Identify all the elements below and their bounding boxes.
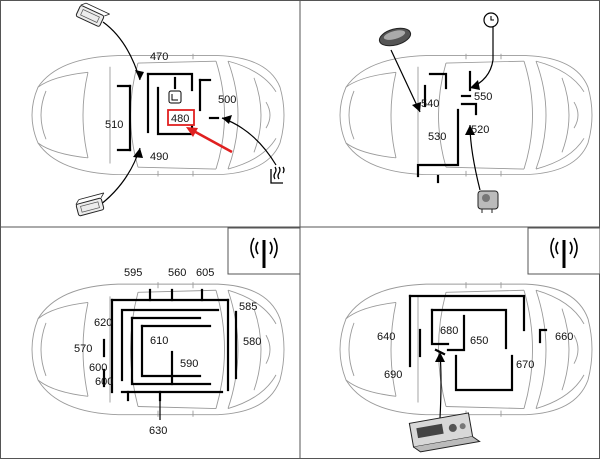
label-550: 550 bbox=[474, 91, 492, 103]
module-icon bbox=[477, 190, 499, 213]
label-480: 480 bbox=[171, 113, 189, 125]
label-490: 490 bbox=[150, 151, 168, 163]
label-530: 530 bbox=[428, 131, 446, 143]
label-660: 660 bbox=[555, 331, 573, 343]
clock-icon bbox=[483, 12, 499, 28]
label-690: 690 bbox=[384, 369, 402, 381]
panel-4: 640 680 650 660 690 670 bbox=[339, 227, 600, 453]
label-585: 585 bbox=[239, 301, 257, 313]
car-outline bbox=[339, 53, 593, 177]
label-640: 640 bbox=[377, 331, 395, 343]
label-580: 580 bbox=[243, 336, 261, 348]
car-outline bbox=[339, 281, 593, 418]
radio-unit-icon bbox=[408, 412, 481, 453]
control-module-icon bbox=[74, 192, 109, 217]
label-510: 510 bbox=[105, 119, 123, 131]
label-600-b: 600 bbox=[95, 376, 113, 388]
label-670: 670 bbox=[516, 359, 534, 371]
label-610: 610 bbox=[150, 335, 168, 347]
label-595: 595 bbox=[124, 267, 142, 279]
label-630: 630 bbox=[149, 425, 167, 437]
label-605: 605 bbox=[196, 267, 214, 279]
label-650: 650 bbox=[470, 335, 488, 347]
heated-seat-icon bbox=[270, 166, 285, 184]
panel-1: 470 480 500 510 490 bbox=[31, 0, 285, 217]
highlight-box bbox=[167, 109, 195, 126]
label-470: 470 bbox=[150, 51, 168, 63]
control-module-icon bbox=[75, 0, 111, 30]
panel-3: 595 560 605 585 620 610 570 580 600 590 … bbox=[31, 227, 301, 437]
label-520: 520 bbox=[471, 124, 489, 136]
label-680: 680 bbox=[440, 325, 458, 337]
label-600: 600 bbox=[89, 362, 107, 374]
label-590: 590 bbox=[180, 358, 198, 370]
interior-light-module-icon bbox=[378, 27, 412, 47]
label-540: 540 bbox=[421, 98, 439, 110]
panel-2: 540 550 530 520 bbox=[339, 12, 593, 213]
seat-symbol-icon bbox=[168, 90, 182, 104]
label-500: 500 bbox=[218, 94, 236, 106]
label-570: 570 bbox=[74, 343, 92, 355]
label-560: 560 bbox=[168, 267, 186, 279]
label-620: 620 bbox=[94, 317, 112, 329]
highlight-arrow bbox=[189, 127, 233, 154]
